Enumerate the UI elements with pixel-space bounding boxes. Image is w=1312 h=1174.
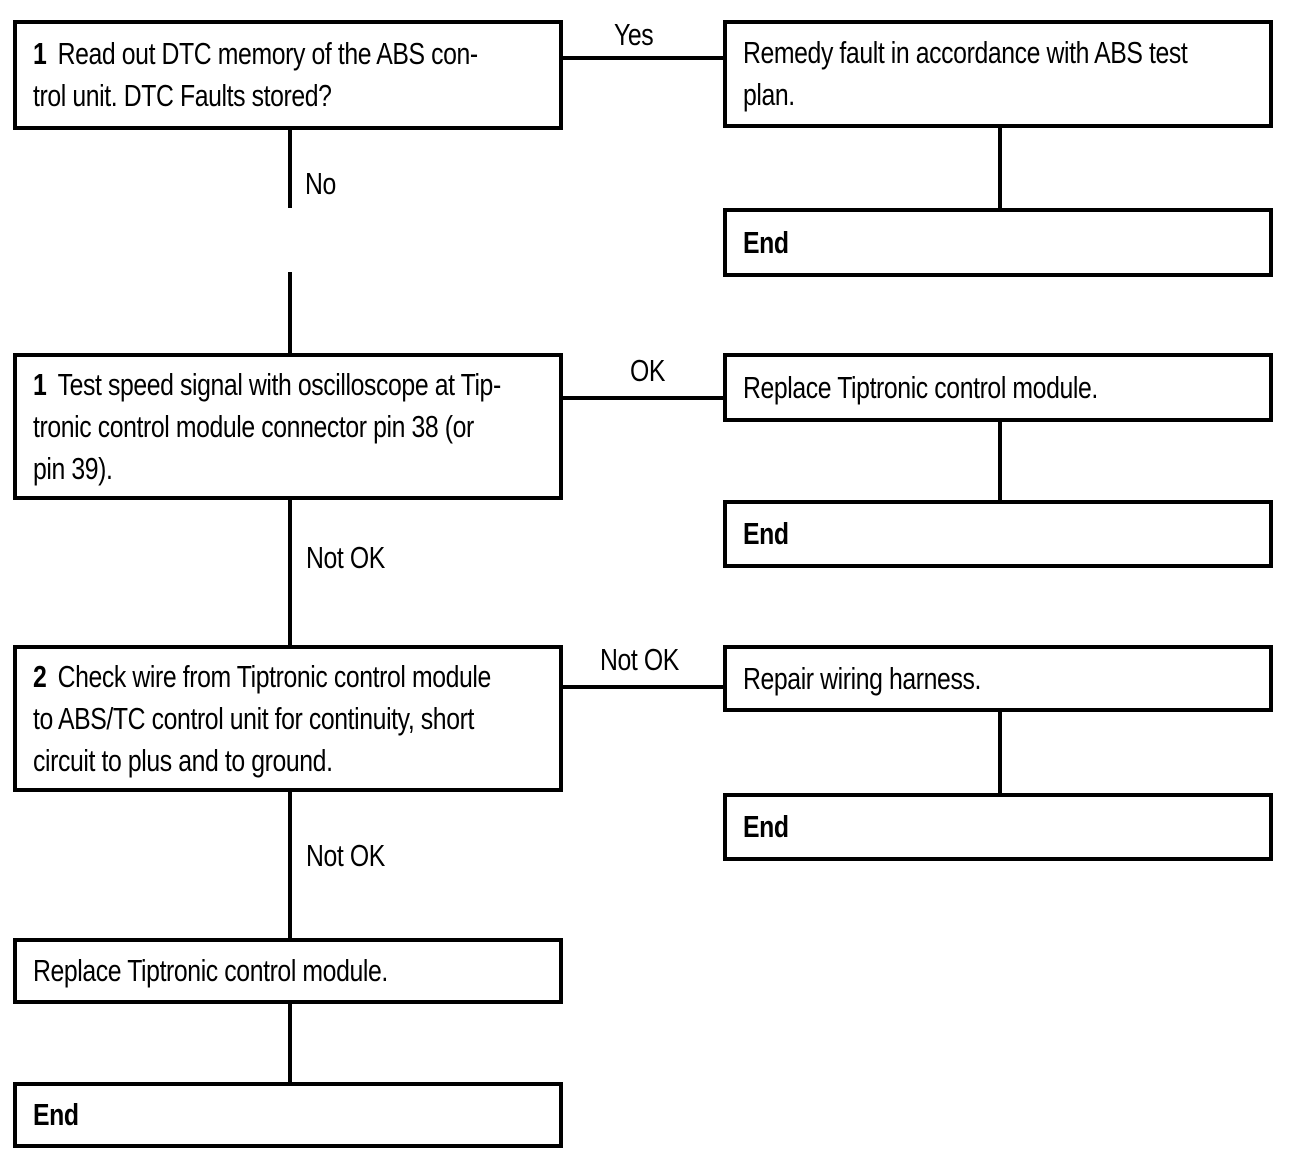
- connector-read-dtc-no-segment-1: [288, 130, 292, 208]
- connector-replace-right-to-end: [998, 422, 1002, 500]
- node-end-right-2: End: [723, 500, 1273, 568]
- node-text-line: circuit to plus and to ground.: [33, 742, 333, 778]
- connector-check-wire-not-ok: [288, 792, 292, 938]
- node-text-line: trol unit. DTC Faults stored?: [33, 78, 332, 113]
- edge-label-ok: OK: [630, 353, 666, 388]
- node-replace-tiptronic-module-right: Replace Tiptronic control module.: [723, 353, 1273, 422]
- edge-label-yes: Yes: [614, 17, 654, 52]
- edge-label-not-ok-3: Not OK: [306, 838, 385, 873]
- end-label: End: [33, 1097, 79, 1132]
- node-text-line: to ABS/TC control unit for continuity, s…: [33, 700, 474, 736]
- node-replace-tiptronic-module-left: Replace Tiptronic control module.: [13, 938, 563, 1004]
- node-test-speed-signal: 1 Test speed signal with oscilloscope at …: [13, 353, 563, 500]
- node-text-line: Remedy fault in accordance with ABS test: [743, 35, 1188, 70]
- node-end-bottom-left: End: [13, 1082, 563, 1148]
- node-remedy-fault: Remedy fault in accordance with ABS test…: [723, 20, 1273, 128]
- connector-test-speed-ok: [563, 396, 723, 400]
- node-text-line: 1 Test speed signal with oscilloscope at …: [33, 364, 501, 406]
- edge-label-not-ok-2: Not OK: [600, 642, 679, 677]
- node-text-line: pin 39).: [33, 450, 113, 486]
- node-repair-wiring-harness: Repair wiring harness.: [723, 645, 1273, 712]
- node-text-line-rest: Check wire from Tiptronic control module: [57, 658, 492, 694]
- node-text-line: tronic control module connector pin 38 (…: [33, 408, 474, 444]
- node-text: Repair wiring harness.: [743, 660, 981, 696]
- edge-label-no: No: [305, 166, 336, 201]
- node-end-right-3: End: [723, 793, 1273, 861]
- edge-label-not-ok-1: Not OK: [306, 540, 385, 575]
- node-text: Remedy fault in accordance with ABS test…: [727, 32, 1188, 116]
- node-text: Replace Tiptronic control module.: [33, 953, 388, 988]
- node-text: 1 Read out DTC memory of the ABS con- tro…: [17, 33, 478, 117]
- end-label: End: [743, 809, 789, 844]
- end-label: End: [743, 516, 789, 551]
- node-check-wire: 2 Check wire from Tiptronic control modul…: [13, 645, 563, 792]
- connector-remedy-to-end: [998, 128, 1002, 208]
- step-number: 2: [33, 658, 47, 694]
- end-label: End: [743, 224, 789, 260]
- connector-replace-left-to-end: [288, 1004, 292, 1082]
- node-text-line: 2 Check wire from Tiptronic control modul…: [33, 656, 491, 698]
- connector-read-dtc-yes: [563, 56, 723, 60]
- connector-read-dtc-no-segment-2: [288, 272, 292, 353]
- node-text-line: plan.: [743, 77, 795, 112]
- node-text-line: 1 Read out DTC memory of the ABS con-: [33, 33, 478, 75]
- node-text-line-rest: Test speed signal with oscilloscope at T…: [57, 366, 502, 402]
- connector-test-speed-not-ok: [288, 500, 292, 645]
- step-number: 1: [33, 36, 47, 71]
- node-read-dtc-memory: 1 Read out DTC memory of the ABS con- tro…: [13, 20, 563, 130]
- step-number: 1: [33, 366, 47, 402]
- node-text: Replace Tiptronic control module.: [743, 369, 1098, 405]
- connector-check-wire-not-ok-horizontal: [563, 685, 723, 689]
- node-text: 1 Test speed signal with oscilloscope at …: [17, 364, 501, 490]
- connector-repair-to-end: [998, 712, 1002, 793]
- node-text-line-rest: Read out DTC memory of the ABS con-: [57, 36, 479, 71]
- node-end-right-1: End: [723, 208, 1273, 277]
- node-text: 2 Check wire from Tiptronic control modul…: [17, 656, 491, 782]
